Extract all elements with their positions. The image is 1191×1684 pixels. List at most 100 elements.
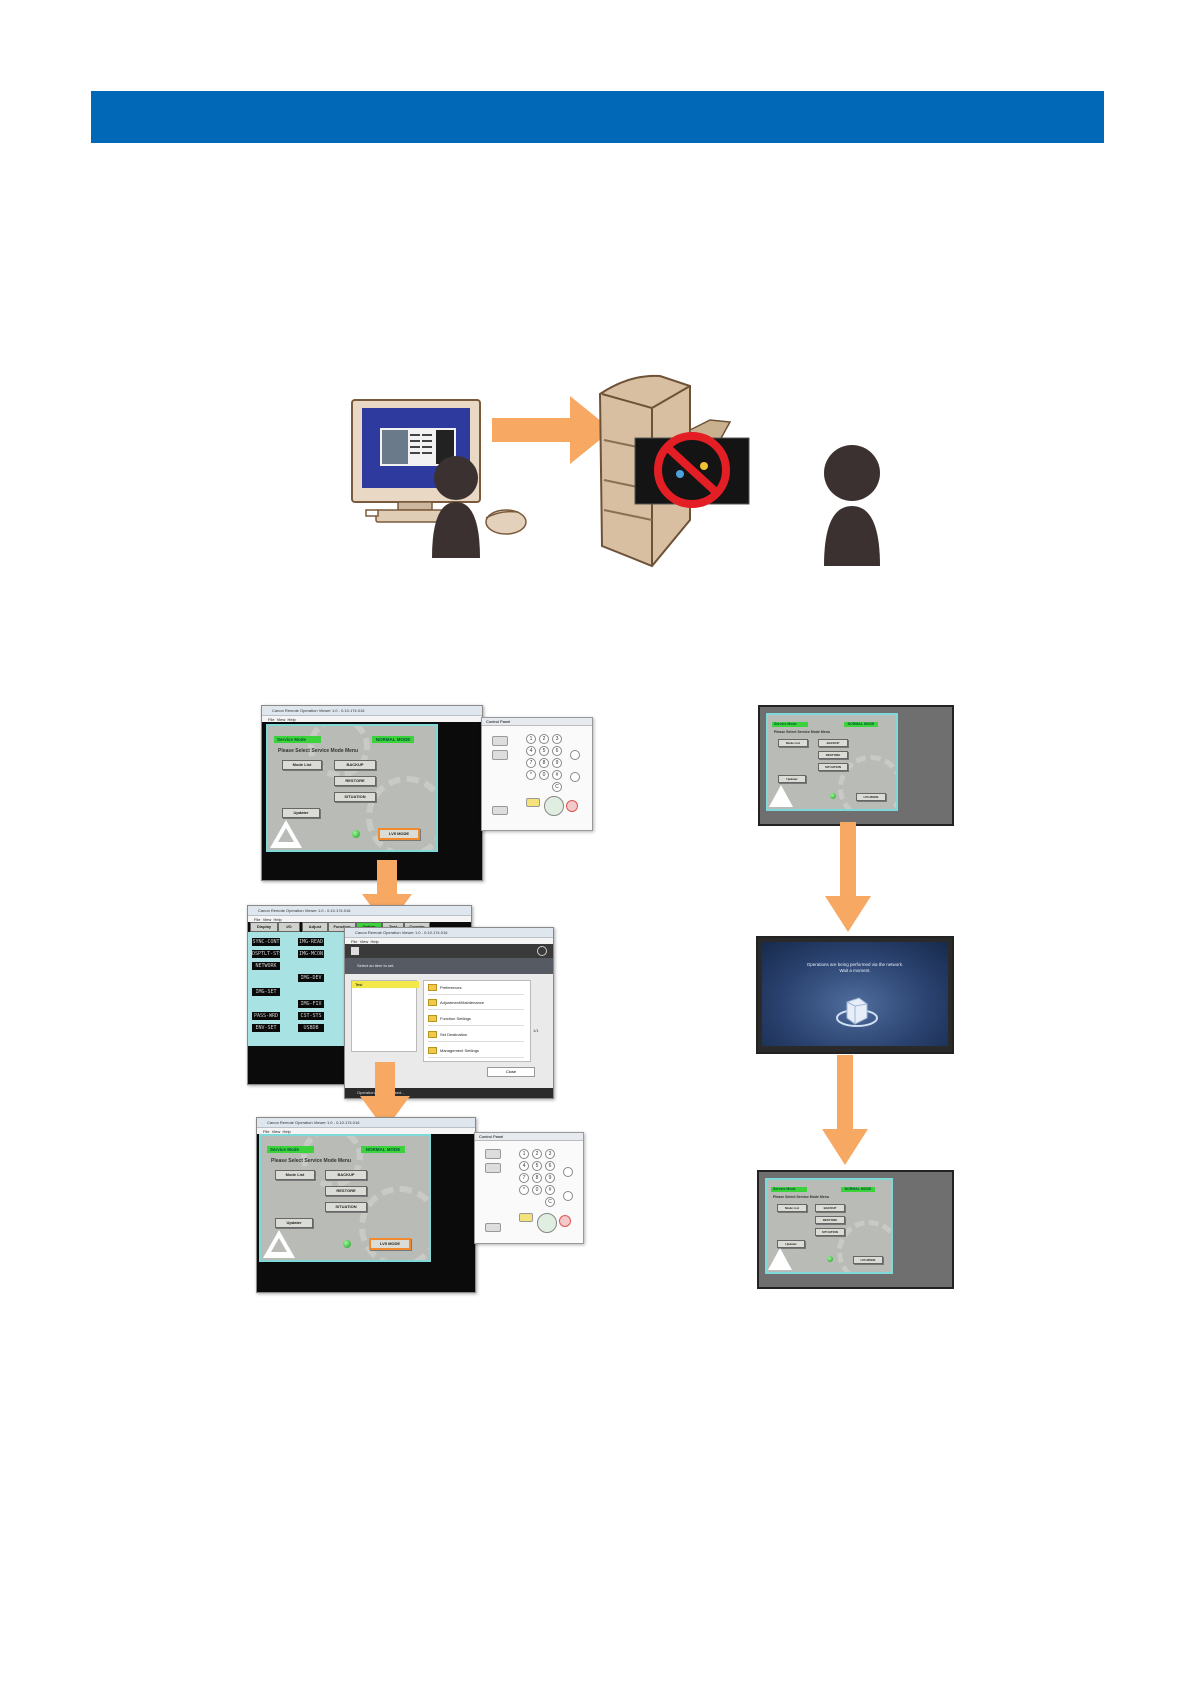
keypad-key[interactable]: 2 [539, 734, 549, 744]
menu-view[interactable]: View [262, 917, 272, 922]
gear-icon[interactable] [537, 946, 547, 956]
backup-button[interactable]: BACKUP [334, 760, 376, 770]
updater-button[interactable]: Updater [777, 1240, 805, 1248]
keypad-key[interactable]: 2 [532, 1149, 542, 1159]
close-button[interactable]: Close [487, 1067, 535, 1077]
menu-file[interactable]: File [263, 1129, 270, 1134]
keypad-key[interactable]: # [545, 1185, 555, 1195]
keypad-key[interactable]: * [519, 1185, 529, 1195]
service-item[interactable]: DSPTLT-STS [252, 950, 280, 958]
menu-view[interactable]: View [271, 1129, 281, 1134]
situation-button[interactable]: SITUATION [818, 763, 848, 771]
restore-button[interactable]: RESTORE [818, 751, 848, 759]
updater-button[interactable]: Updater [275, 1218, 313, 1228]
menu-help[interactable]: Help [273, 917, 282, 922]
service-item[interactable]: IMG-READ [298, 938, 324, 946]
service-item[interactable]: ENV-SET [252, 1024, 280, 1032]
keypad-key[interactable]: 6 [545, 1161, 555, 1171]
keypad-key[interactable]: 3 [545, 1149, 555, 1159]
list-item[interactable]: Test [352, 981, 419, 988]
menu-view[interactable]: View [359, 939, 369, 944]
folder-item[interactable]: Set Destination [428, 1028, 524, 1042]
service-item[interactable]: CST-STS [298, 1012, 324, 1020]
start-key-icon[interactable] [544, 796, 564, 816]
keypad-key[interactable]: 9 [552, 758, 562, 768]
panel-key[interactable] [526, 798, 540, 807]
service-item[interactable]: IMG-DEV [298, 974, 324, 982]
restore-button[interactable]: RESTORE [334, 776, 376, 786]
lv-mode-button[interactable]: LV5 MODE [369, 1238, 411, 1250]
stop-key-icon[interactable] [566, 800, 578, 812]
mode-list-button[interactable]: Mode List [777, 1204, 807, 1212]
keypad-key[interactable]: 0 [539, 770, 549, 780]
keypad-key[interactable]: 4 [526, 746, 536, 756]
panel-key[interactable] [492, 736, 508, 746]
keypad-key[interactable]: 8 [539, 758, 549, 768]
keypad-key[interactable]: 7 [526, 758, 536, 768]
menu-file[interactable]: File [351, 939, 358, 944]
service-item[interactable]: IMG-SET [252, 988, 280, 996]
panel-key[interactable] [492, 750, 508, 760]
panel-key[interactable] [485, 1163, 501, 1173]
keypad-key[interactable]: 5 [539, 746, 549, 756]
backup-button[interactable]: BACKUP [818, 739, 848, 747]
lv-mode-button[interactable]: LV5 MODE [378, 828, 420, 840]
service-item[interactable]: NETWORK [252, 962, 280, 970]
panel-key[interactable] [485, 1223, 501, 1232]
menu-help[interactable]: Help [282, 1129, 291, 1134]
keypad-key[interactable]: C [545, 1197, 555, 1207]
panel-round-key[interactable] [563, 1191, 573, 1201]
service-item[interactable]: SYNC-CONT [252, 938, 280, 946]
keypad-key[interactable]: * [526, 770, 536, 780]
keypad-key[interactable]: 1 [519, 1149, 529, 1159]
updater-button[interactable]: Updater [282, 808, 320, 818]
keypad-key[interactable]: 7 [519, 1173, 529, 1183]
keypad-key[interactable]: 5 [532, 1161, 542, 1171]
mode-list-button[interactable]: Mode List [275, 1170, 315, 1180]
keypad-key[interactable]: # [552, 770, 562, 780]
panel-round-key[interactable] [570, 772, 580, 782]
keypad-key[interactable]: 1 [526, 734, 536, 744]
tab-display[interactable]: Display [250, 922, 278, 932]
panel-round-key[interactable] [570, 750, 580, 760]
folder-item[interactable]: Preferences [428, 981, 524, 995]
stop-key-icon[interactable] [559, 1215, 571, 1227]
mode-list-button[interactable]: Mode List [778, 739, 808, 747]
home-icon[interactable] [351, 947, 359, 955]
keypad-key[interactable]: C [552, 782, 562, 792]
lv-mode-button[interactable]: LV5 MODE [853, 1256, 883, 1264]
menu-file[interactable]: File [254, 917, 261, 922]
menu-view[interactable]: View [276, 717, 286, 722]
keypad-key[interactable]: 6 [552, 746, 562, 756]
panel-round-key[interactable] [563, 1167, 573, 1177]
situation-button[interactable]: SITUATION [334, 792, 376, 802]
restore-button[interactable]: RESTORE [325, 1186, 367, 1196]
folder-item[interactable]: Function Settings [428, 1012, 524, 1026]
keypad-key[interactable]: 9 [545, 1173, 555, 1183]
folder-item[interactable]: Management Settings [428, 1044, 524, 1058]
keypad-key[interactable]: 8 [532, 1173, 542, 1183]
start-key-icon[interactable] [537, 1213, 557, 1233]
menu-help[interactable]: Help [287, 717, 296, 722]
restore-button[interactable]: RESTORE [815, 1216, 845, 1224]
menu-file[interactable]: File [268, 717, 275, 722]
backup-button[interactable]: BACKUP [325, 1170, 367, 1180]
panel-key[interactable] [492, 806, 508, 815]
backup-button[interactable]: BACKUP [815, 1204, 845, 1212]
lv-mode-button[interactable]: LV5 MODE [856, 793, 886, 801]
service-item[interactable]: IMG-FIX [298, 1000, 324, 1008]
service-item[interactable]: PASS-WRD [252, 1012, 280, 1020]
panel-key[interactable] [519, 1213, 533, 1222]
menu-help[interactable]: Help [370, 939, 379, 944]
keypad-key[interactable]: 0 [532, 1185, 542, 1195]
keypad-key[interactable]: 4 [519, 1161, 529, 1171]
panel-key[interactable] [485, 1149, 501, 1159]
updater-button[interactable]: Updater [778, 775, 806, 783]
service-item[interactable]: IMG-MCON [298, 950, 324, 958]
folder-item[interactable]: Adjustment/Maintenance [428, 996, 524, 1010]
situation-button[interactable]: SITUATION [815, 1228, 845, 1236]
service-item[interactable]: USBDB [298, 1024, 324, 1032]
tab-adjust[interactable]: Adjust [302, 922, 328, 932]
tab-io[interactable]: I/O [278, 922, 300, 932]
situation-button[interactable]: SITUATION [325, 1202, 367, 1212]
